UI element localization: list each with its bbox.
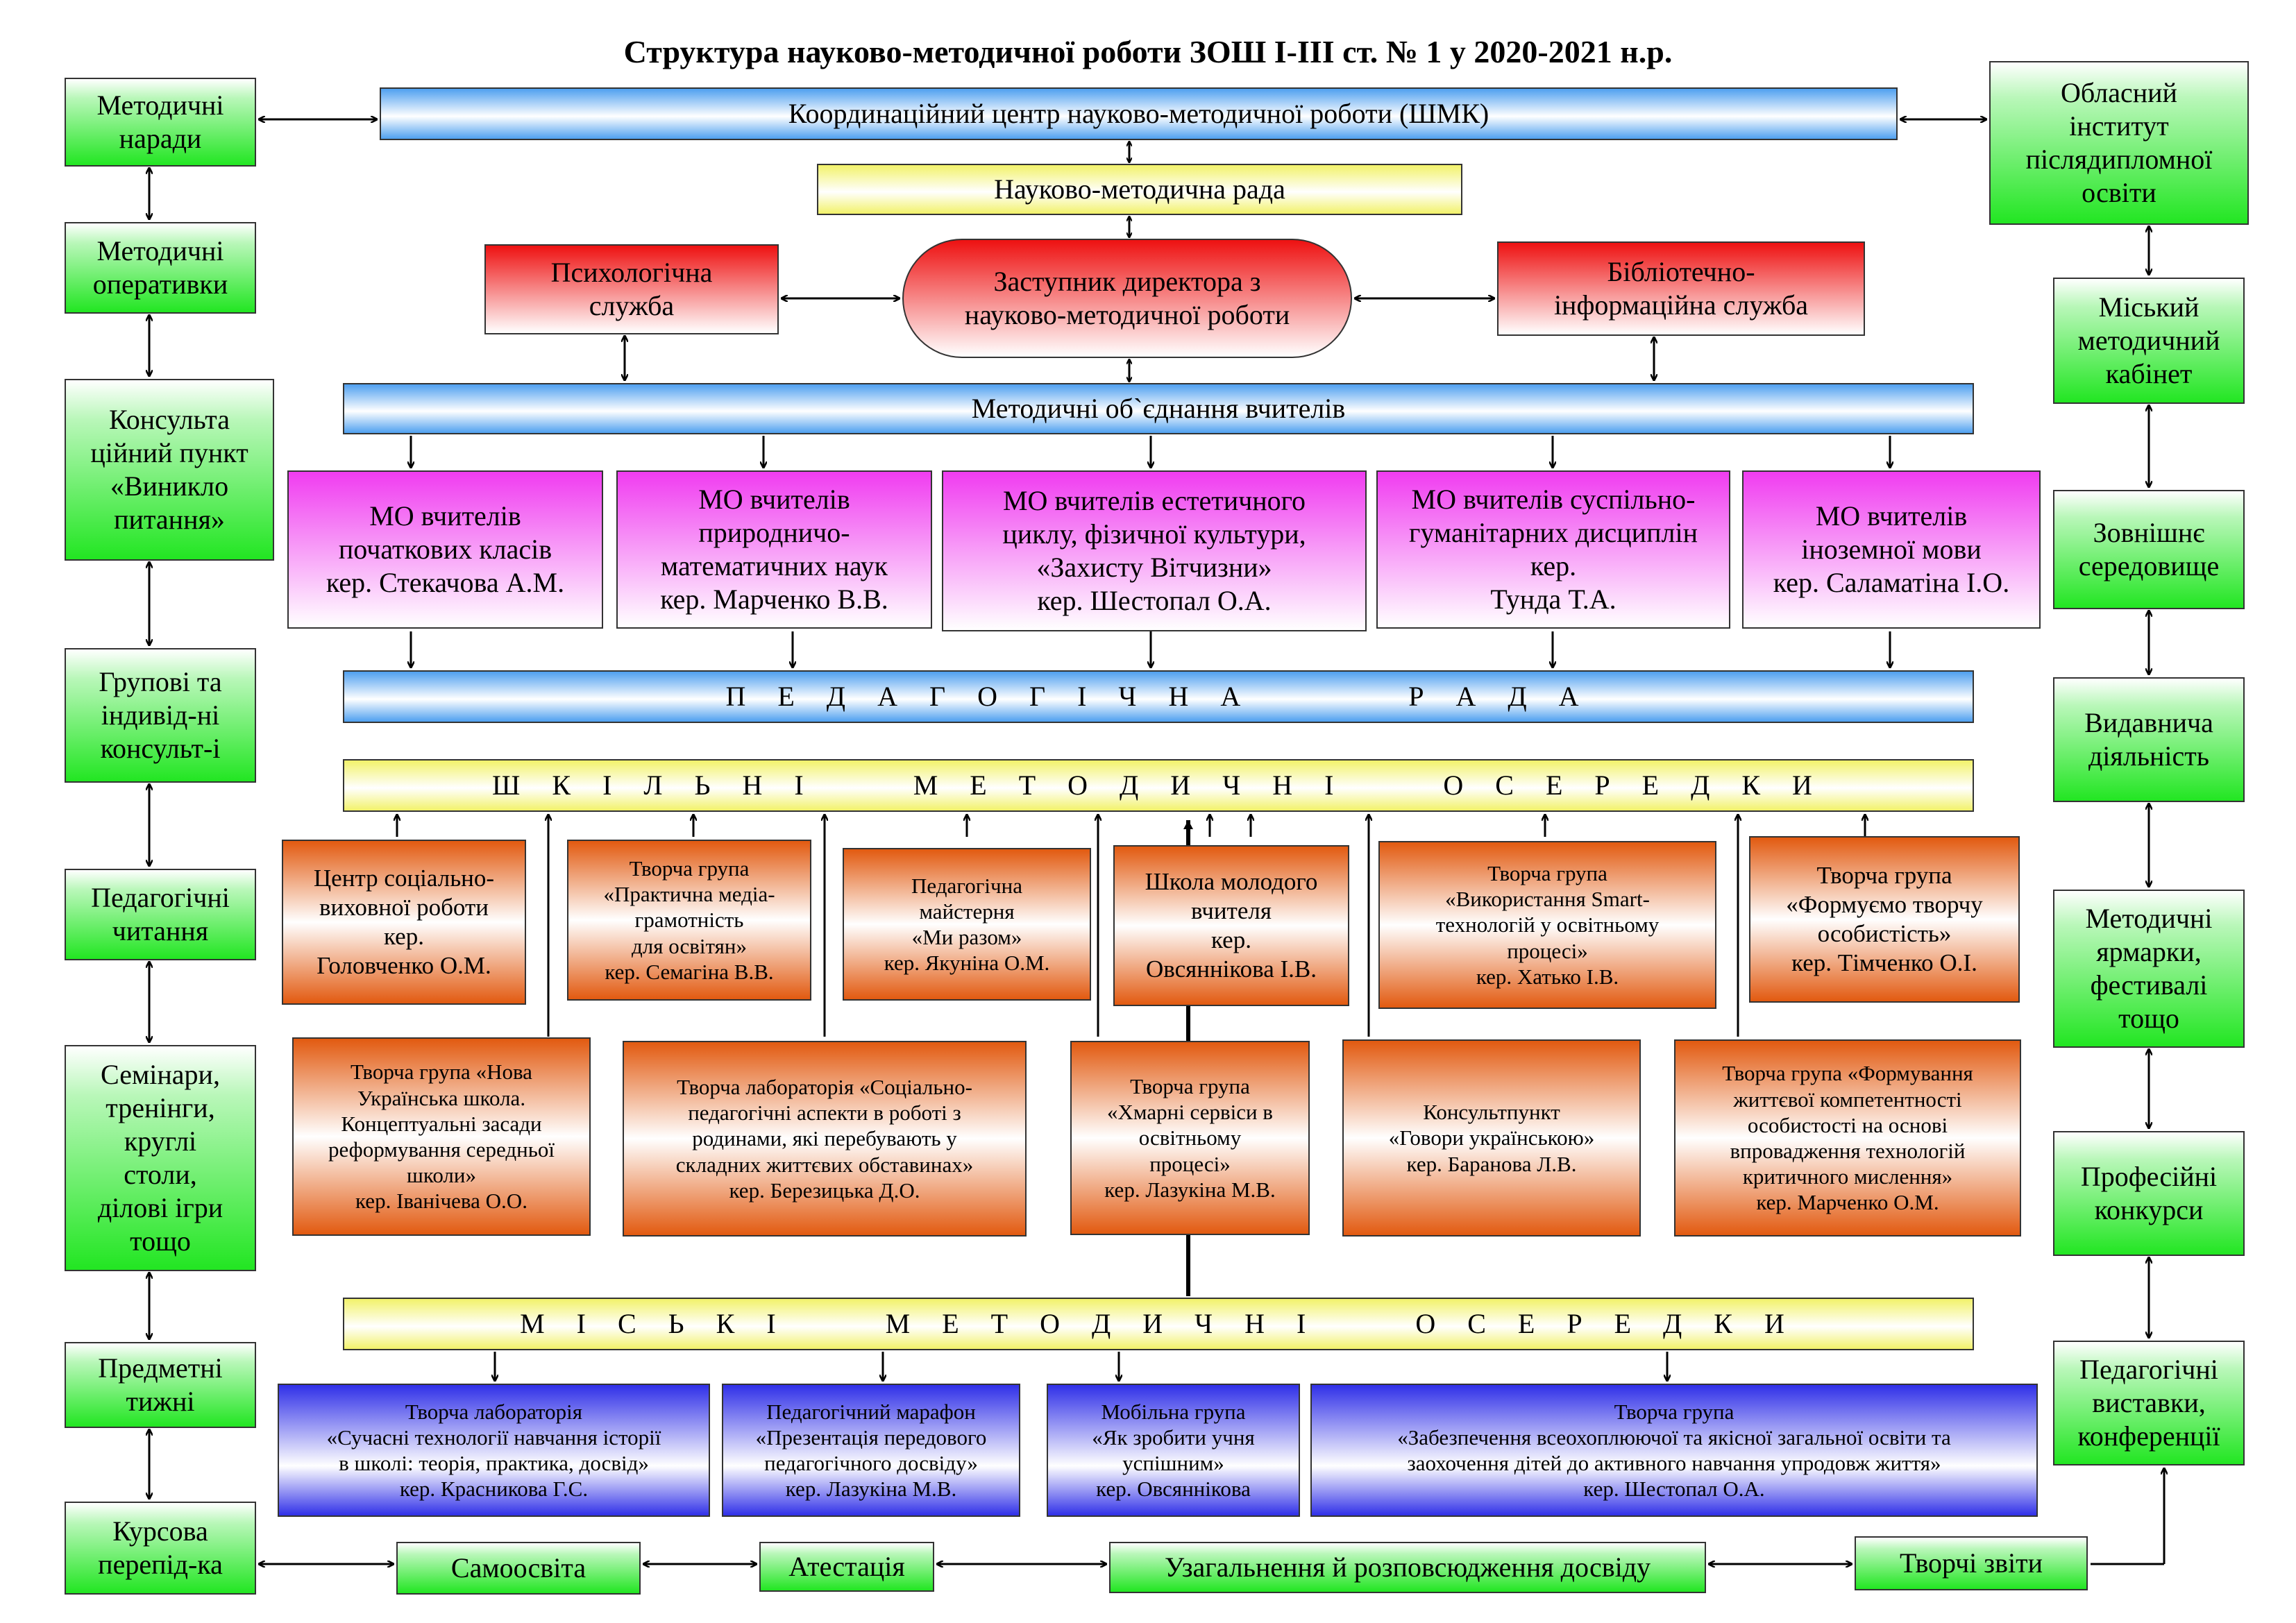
bottom-self-education: Самоосвіта — [396, 1542, 641, 1595]
mo-foreign-language: МО вчителів іноземної мови кер. Саламаті… — [1742, 470, 2041, 629]
left-consultations: Групові та індивід-ні консульт-і — [65, 648, 256, 783]
right-external-environment: Зовнішнє середовище — [2053, 490, 2245, 609]
left-methodical-briefings: Методичні оперативки — [65, 222, 256, 314]
school-cell-speak-ukrainian: Консультпункт «Говори українською» кер. … — [1342, 1039, 1641, 1237]
school-cell-social-pedagogy-lab: Творча лабораторія «Соціально- педагогіч… — [623, 1041, 1027, 1237]
psychological-service: Психологічна служба — [484, 244, 779, 334]
right-publishing-activity: Видавнича діяльність — [2053, 677, 2245, 802]
bottom-experience-sharing: Узагальнення й розповсюдження досвіду — [1109, 1542, 1706, 1593]
library-service: Бібліотечно- інформаційна служба — [1497, 241, 1865, 336]
city-methodical-cells: М І С Ь К І М Е Т О Д И Ч Н І О С Е Р Е … — [343, 1298, 1974, 1350]
left-consulting-point: Консульта ційний пункт «Виникло питання» — [65, 379, 274, 561]
coordination-center: Координаційний центр науково-методичної … — [380, 87, 1898, 140]
school-cell-cloud-services: Творча група «Хмарні сервіси в освітньом… — [1070, 1041, 1310, 1235]
school-cell-critical-thinking: Творча група «Формування життєвої компет… — [1674, 1039, 2021, 1237]
right-exhibitions-conferences: Педагогічні виставки, конференції — [2053, 1341, 2245, 1465]
bottom-certification: Атестація — [759, 1542, 934, 1592]
school-cell-social-education: Центр соціально- виховної роботи кер. Го… — [282, 840, 526, 1005]
mo-science-math: МО вчителів природничо- математичних нау… — [616, 470, 932, 629]
school-cell-young-teacher: Школа молодого вчителя кер. Овсяннікова … — [1113, 845, 1349, 1006]
right-methodical-fairs: Методичні ярмарки, фестивалі тощо — [2053, 890, 2245, 1048]
left-subject-weeks: Предметні тижні — [65, 1342, 256, 1428]
teacher-associations-bar: Методичні об`єднання вчителів — [343, 383, 1974, 434]
right-regional-institute: Обласний інститут післядипломної освіти — [1989, 61, 2249, 225]
city-cell-pedagogical-marathon: Педагогічний марафон «Презентація передо… — [722, 1384, 1020, 1517]
school-methodical-cells: Ш К І Л Ь Н І М Е Т О Д И Ч Н І О С Е Р … — [343, 759, 1974, 812]
city-cell-mobile-group: Мобільна група «Як зробити учня успішним… — [1047, 1384, 1300, 1517]
right-city-methodical-office: Міський методичний кабінет — [2053, 278, 2245, 404]
diagram-title: Структура науково-методичної роботи ЗОШ … — [623, 34, 1673, 69]
mo-primary: МО вчителів початкових класів кер. Стека… — [287, 470, 603, 629]
bottom-creative-reports: Творчі звіти — [1855, 1536, 2088, 1590]
mo-humanities: МО вчителів суспільно- гуманітарних дисц… — [1376, 470, 1730, 629]
left-course-retraining: Курсова перепід-ка — [65, 1502, 256, 1595]
right-professional-contests: Професійні конкурси — [2053, 1131, 2245, 1256]
left-pedagogical-readings: Педагогічні читання — [65, 869, 256, 960]
city-cell-inclusive-education: Творча група «Забезпечення всеохоплюючої… — [1310, 1384, 2038, 1517]
left-seminars-trainings: Семінари, тренінги, круглі столи, ділові… — [65, 1045, 256, 1271]
school-cell-smart-tech: Творча група «Використання Smart- технол… — [1378, 841, 1716, 1009]
school-cell-creative-personality: Творча група «Формуємо творчу особистіст… — [1749, 836, 2020, 1003]
scientific-methodical-council: Науково-методична рада — [817, 164, 1462, 215]
city-cell-history-lab: Творча лабораторія «Сучасні технології н… — [278, 1384, 710, 1517]
school-cell-media-literacy: Творча група «Практична медіа- грамотніс… — [567, 840, 811, 1001]
deputy-director: Заступник директора з науково-методичної… — [902, 239, 1352, 358]
pedagogical-council: П Е Д А Г О Г І Ч Н А Р А Д А — [343, 670, 1974, 723]
left-methodical-meetings: Методичні наради — [65, 78, 256, 167]
school-cell-new-ukrainian-school: Творча група «Нова Українська школа. Кон… — [292, 1037, 591, 1236]
school-cell-workshop: Педагогічна майстерня «Ми разом» кер. Як… — [843, 848, 1091, 1001]
mo-aesthetic: МО вчителів естетичного циклу, фізичної … — [942, 470, 1367, 631]
